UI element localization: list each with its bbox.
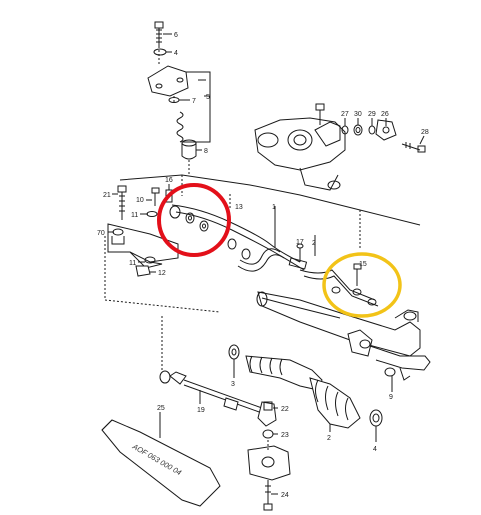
callout-15: 15 [359, 261, 367, 268]
main-frame-lines [104, 174, 421, 372]
callout-9: 9 [389, 394, 393, 401]
grease-tube [101, 412, 221, 507]
callout-70: 70 [97, 230, 105, 237]
callout-11-upper: 11 [131, 212, 138, 219]
callout-3: 3 [231, 381, 235, 388]
callout-25: 25 [157, 405, 165, 412]
callout-28: 28 [421, 129, 429, 136]
callout-13: 13 [235, 204, 243, 211]
callout-2-upper: 2 [312, 240, 316, 247]
callout-26: 26 [381, 111, 389, 118]
callout-10: 10 [136, 197, 144, 204]
callout-12: 12 [158, 270, 166, 277]
rack-housing [256, 291, 431, 392]
callout-11-lower: 11 [129, 260, 136, 267]
callout-4-lower: 4 [373, 446, 377, 453]
hydraulic-lines [171, 204, 379, 307]
callout-22: 22 [281, 406, 289, 413]
callout-7: 7 [192, 98, 196, 105]
callout-4: 4 [174, 50, 178, 57]
callout-23: 23 [281, 432, 289, 439]
callout-5: 5 [206, 94, 210, 101]
callout-21: 21 [103, 192, 111, 199]
upper-right-valve-assembly [254, 103, 426, 191]
callout-24: 24 [281, 492, 289, 499]
callout-1: 1 [272, 204, 276, 211]
callout-30: 30 [354, 111, 362, 118]
callout-8: 8 [204, 148, 208, 155]
yellow-highlight-circle [322, 252, 402, 318]
top-bolt-assembly [147, 21, 211, 175]
left-bracket-assembly [107, 184, 181, 277]
callout-27: 27 [341, 111, 349, 118]
callout-2-lower: 2 [327, 435, 331, 442]
callout-16: 16 [165, 177, 173, 184]
callout-29: 29 [368, 111, 376, 118]
callout-6: 6 [174, 32, 178, 39]
callout-19: 19 [197, 407, 205, 414]
callout-17: 17 [296, 239, 304, 246]
lower-assembly [159, 344, 383, 511]
red-highlight-circle [157, 183, 231, 257]
